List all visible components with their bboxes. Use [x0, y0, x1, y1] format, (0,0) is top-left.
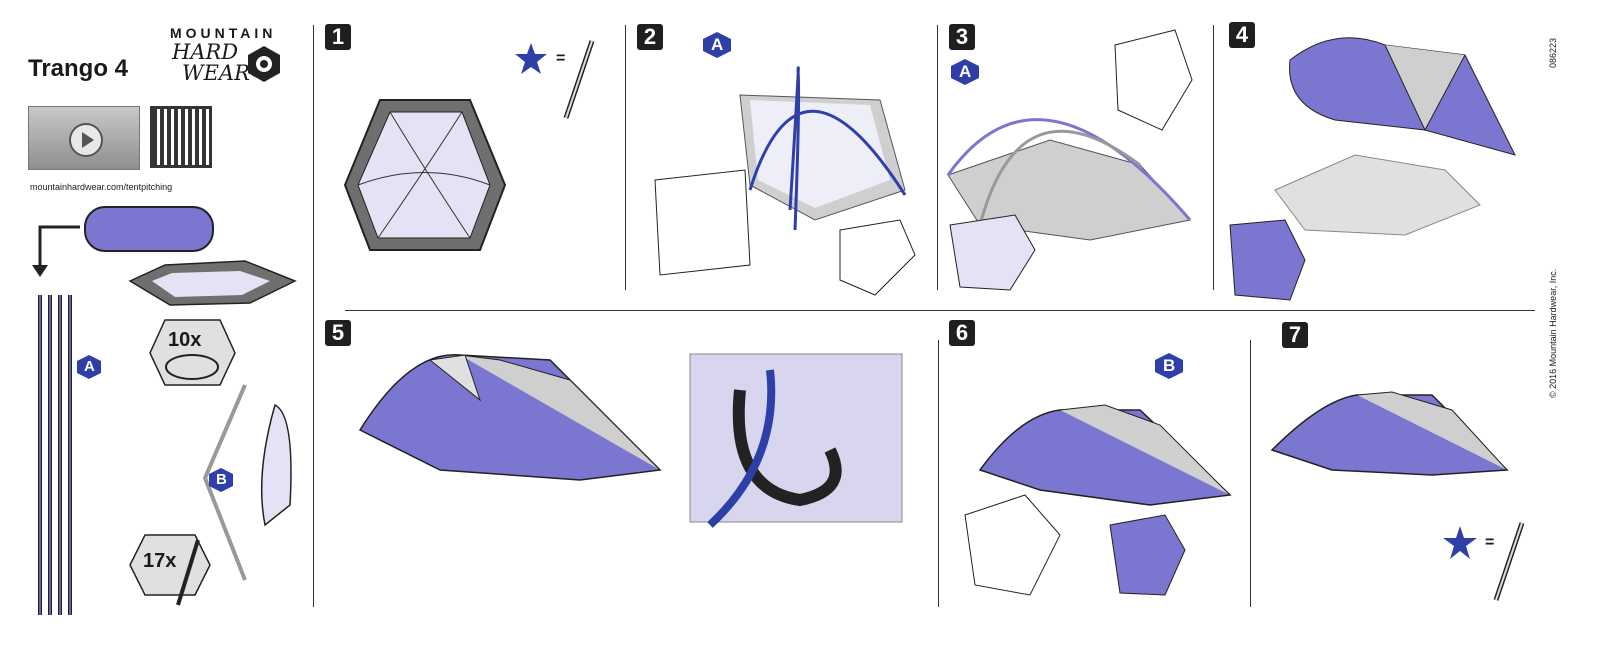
step-7-badge: 7	[1282, 322, 1308, 348]
step-2-pole-illustration	[654, 66, 916, 296]
tent-pitching-link[interactable]: mountainhardwear.com/tentpitching	[30, 182, 173, 192]
legend-equals: =	[1485, 534, 1495, 551]
label-a-icon	[77, 355, 101, 379]
stake-icon	[1493, 522, 1525, 601]
product-title: Trango 4	[28, 55, 129, 82]
divider	[1250, 340, 1251, 607]
qr-code[interactable]	[150, 106, 212, 168]
step-2-badge: 2	[637, 24, 663, 50]
star-icon	[1443, 526, 1477, 559]
callout-b-label: B	[1163, 356, 1176, 375]
doc-number: 086223	[1548, 37, 1558, 68]
divider	[625, 25, 626, 290]
stake-count: 17x	[143, 550, 177, 572]
pole-label: A	[84, 358, 95, 375]
divider	[938, 340, 939, 607]
step-5-badge: 5	[325, 320, 351, 346]
step-7-staked-tent-illustration	[1270, 391, 1509, 476]
star-icon	[515, 43, 547, 74]
step-1-badge: 1	[325, 24, 351, 50]
step-5-fly-attach-illustration	[358, 353, 903, 528]
step-6-strut-illustration	[964, 404, 1232, 596]
callout-a-label: A	[959, 62, 972, 81]
divider	[345, 310, 1535, 311]
parts-illustration	[32, 206, 297, 615]
step-4-badge: 4	[1229, 22, 1255, 48]
step-1-floor-illustration	[343, 99, 507, 251]
step-4-fly-illustration	[1229, 37, 1516, 301]
copyright: © 2016 Mountain Hardwear, Inc.	[1548, 268, 1558, 398]
stake-icon	[563, 40, 595, 119]
stake-loop-count: 10x	[168, 329, 202, 351]
label-b-icon	[209, 468, 233, 492]
callout-b-icon	[1155, 353, 1183, 379]
callout-a-icon	[703, 32, 731, 58]
brand-name: HARD WEAR	[172, 40, 250, 85]
legend-equals: =	[556, 50, 566, 67]
brand-logo-icon	[248, 46, 280, 82]
play-icon[interactable]	[69, 123, 103, 157]
video-thumbnail[interactable]	[28, 106, 140, 170]
strut-label: B	[216, 471, 227, 488]
step-6-badge: 6	[949, 320, 975, 346]
divider	[313, 25, 314, 607]
divider	[937, 25, 938, 290]
step-3-pole-illustration	[946, 29, 1193, 291]
pole-set-a	[38, 295, 72, 615]
arrow-icon	[38, 225, 80, 270]
callout-a-label: A	[711, 35, 724, 54]
brand-top: MOUNTAIN	[170, 25, 277, 41]
stuff-sack	[84, 206, 214, 252]
divider	[1213, 25, 1214, 290]
callout-a-icon	[951, 59, 979, 85]
step-3-badge: 3	[949, 24, 975, 50]
